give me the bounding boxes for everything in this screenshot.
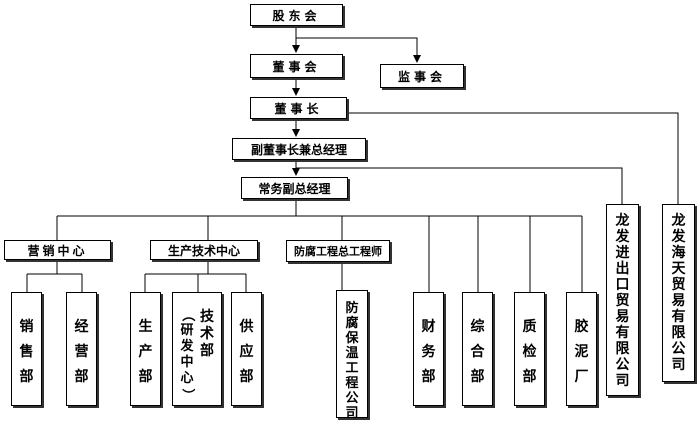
chairman-label: 董事长 [274, 101, 323, 116]
haitian-company-label: 龙发海天贸易有限公司 [671, 213, 686, 373]
supervisors-box: 监事会 [380, 64, 464, 88]
operations-dept-box: 经营部 [66, 292, 97, 406]
sales-dept-box: 销售部 [11, 292, 42, 406]
board-box: 董事会 [250, 54, 343, 78]
anticorrosion-company-label: 防腐保温工程公司 [345, 301, 359, 421]
exec-vp-box: 常务副总经理 [241, 177, 348, 199]
tech-center-box: 生产技术中心 [150, 240, 258, 260]
rubber-mud-factory-box: 胶泥厂 [566, 292, 597, 406]
tech-dept-label: 技术部 [200, 309, 214, 359]
shareholders-label: 股东会 [272, 8, 321, 23]
supervisors-label: 监事会 [397, 69, 446, 84]
quality-dept-label: 质检部 [522, 319, 537, 385]
vice-chairman-box: 副董事长兼总经理 [232, 138, 366, 160]
board-label: 董事会 [272, 59, 321, 74]
exec-vp-label: 常务副总经理 [258, 181, 331, 196]
anticorrosion-company-box: 防腐保温工程公司 [336, 290, 368, 421]
finance-dept-label: 财务部 [421, 319, 436, 385]
shareholders-box: 股东会 [250, 4, 343, 26]
production-dept-label: 生产部 [138, 319, 153, 385]
marketing-center-box: 营销中心 [4, 240, 111, 260]
import-export-company-box: 龙发进出口贸易有限公司 [606, 204, 639, 396]
rnd-center-label: （研发中心） [180, 308, 195, 402]
haitian-company-box: 龙发海天贸易有限公司 [662, 204, 695, 382]
rubber-mud-factory-label: 胶泥厂 [574, 319, 589, 385]
operations-dept-label: 经营部 [74, 319, 89, 385]
quality-dept-box: 质检部 [514, 292, 545, 406]
import-export-company-label: 龙发进出口贸易有限公司 [615, 213, 630, 389]
general-dept-label: 综合部 [470, 319, 485, 385]
tech-center-label: 生产技术中心 [167, 243, 240, 258]
sales-dept-label: 销售部 [19, 319, 34, 385]
production-dept-box: 生产部 [130, 292, 161, 406]
vice-chairman-label: 副董事长兼总经理 [250, 142, 347, 157]
finance-dept-box: 财务部 [413, 292, 444, 406]
tech-dept-box: 技术部 （研发中心） [172, 292, 222, 406]
supply-dept-box: 供应部 [231, 292, 262, 406]
marketing-center-label: 营销中心 [27, 243, 88, 258]
supply-dept-label: 供应部 [239, 319, 254, 385]
anticorrosion-chief-box: 防腐工程总工程师 [286, 240, 390, 262]
chairman-box: 董事长 [250, 97, 347, 119]
anticorrosion-chief-label: 防腐工程总工程师 [294, 245, 382, 258]
general-dept-box: 综合部 [462, 292, 493, 406]
